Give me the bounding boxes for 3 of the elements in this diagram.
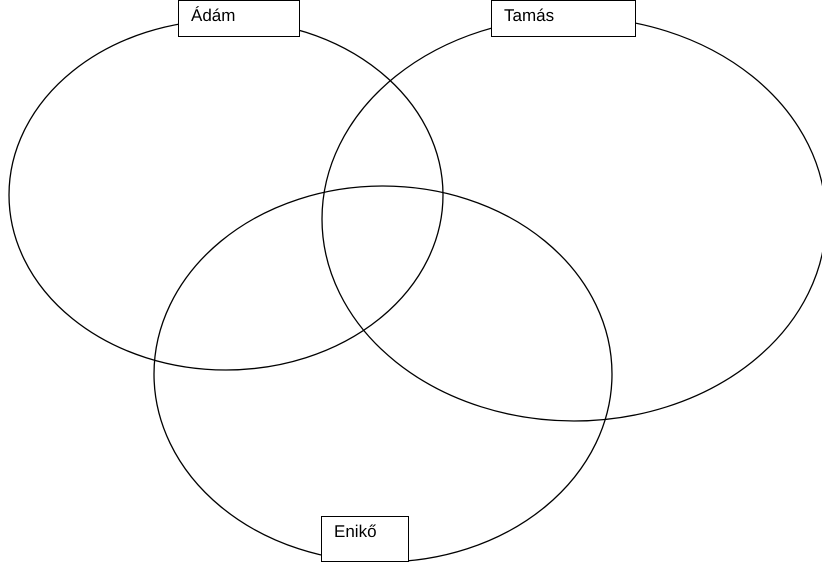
- set-label: Enikő: [321, 516, 409, 562]
- set-label: Ádám: [178, 0, 300, 37]
- set-label: Tamás: [491, 0, 636, 37]
